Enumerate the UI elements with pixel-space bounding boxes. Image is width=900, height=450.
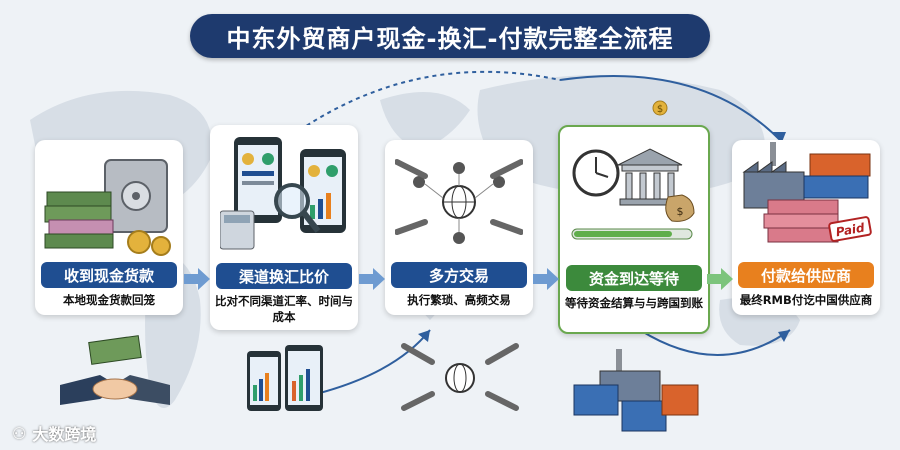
network-hands-bottom-illustration — [401, 343, 519, 411]
step-label: 资金到达等待 — [566, 265, 702, 291]
flow-arrow-icon — [184, 268, 210, 290]
watermark: ⚇ 大数跨境 — [12, 421, 96, 445]
svg-text:$: $ — [657, 104, 663, 115]
exchange-rate-phones-illustration — [220, 137, 346, 250]
step-card-receive-cash: 收到现金货款 本地现金货款回笼 — [35, 140, 183, 315]
step-description: 比对不同渠道汇率、时间与成本 — [215, 294, 353, 324]
factory-containers-bottom-illustration — [573, 349, 699, 432]
svg-text:$: $ — [677, 205, 684, 218]
network-hands-illustration — [395, 159, 523, 244]
flow-arrow-icon — [707, 268, 733, 290]
step-card-compare-rates: 渠道换汇比价 比对不同渠道汇率、时间与成本 — [210, 125, 358, 330]
step-description: 等待资金结算与与跨国到账 — [565, 296, 703, 310]
step-label: 多方交易 — [391, 262, 527, 288]
step-card-multi-party-trading: 多方交易 执行繁琐、高频交易 — [385, 140, 533, 315]
step-description: 本地现金货款回笼 — [63, 293, 155, 307]
page-title: 中东外贸商户现金-换汇-付款完整全流程 — [190, 14, 710, 58]
step-card-funds-waiting: $ 资金到达等待 等待资金结算与与跨国到账 — [558, 125, 710, 334]
flow-arrow-icon — [533, 268, 559, 290]
paid-stamp: Paid — [835, 221, 866, 240]
brand-logo-icon: ⚇ — [12, 423, 27, 443]
factory-containers-cash-illustration: Paid — [742, 142, 872, 243]
flow-arrow-icon — [359, 268, 385, 290]
cash-and-safe-illustration — [44, 159, 171, 256]
step-label: 付款给供应商 — [738, 262, 874, 288]
step-description: 最终RMB付讫中国供应商 — [739, 293, 873, 307]
step-description: 执行繁琐、高频交易 — [407, 293, 511, 307]
watermark-text: 大数跨境 — [32, 425, 97, 444]
handshake-cash-illustration — [60, 335, 170, 405]
step-card-pay-supplier: Paid 付款给供应商 最终RMB付讫中国供应商 — [732, 140, 880, 315]
step-label: 收到现金货款 — [41, 262, 177, 288]
coin-icon: $ — [652, 100, 668, 116]
trading-phones-illustration — [247, 345, 323, 411]
step-label: 渠道换汇比价 — [216, 263, 352, 289]
clock-bank-moneybag-illustration: $ — [571, 148, 695, 240]
